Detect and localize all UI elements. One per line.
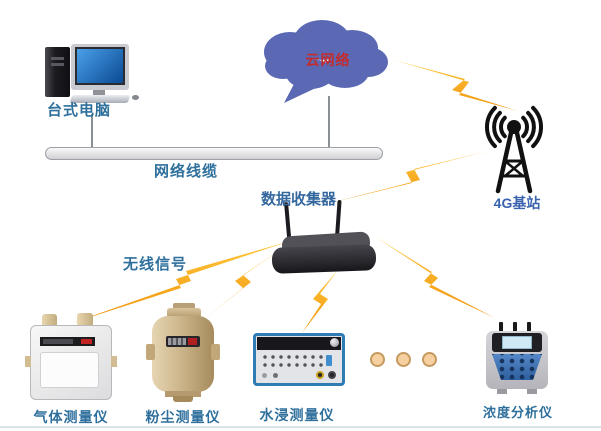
lightning-bolt-collector-dust (203, 244, 289, 320)
dust-meter-label: 粉尘测量仪 (145, 409, 221, 425)
gas-label-panel (40, 352, 99, 388)
water-connector-black (328, 371, 336, 379)
gas-pipe (77, 313, 93, 326)
cable-label: 网络线缆 (153, 163, 219, 180)
gas-side-tab (25, 356, 31, 367)
concentration-analyzer-icon (485, 320, 549, 394)
pc-monitor (71, 44, 129, 90)
dust-red-segment (188, 338, 197, 345)
water-blue-key (326, 355, 332, 366)
cloud-tail (284, 82, 320, 103)
analyzer-foot (527, 389, 537, 394)
pc-stand (93, 90, 105, 96)
water-top-band (257, 337, 341, 350)
lightning-bolt-station-collector (330, 151, 488, 203)
water-meter-icon (253, 333, 345, 386)
desktop-label: 台式电脑 (46, 102, 112, 119)
lightning-bolt-collector-water (302, 270, 338, 333)
ellipsis-dot (396, 352, 411, 367)
gas-display (40, 337, 95, 346)
wifi-router-icon (270, 196, 380, 276)
dust-display (166, 336, 200, 347)
gas-side-tab (111, 356, 117, 367)
water-led (262, 373, 267, 378)
gas-red-segment (81, 339, 92, 344)
gas-meter-label: 气体测量仪 (33, 409, 109, 425)
cloud-label: 云网络 (305, 52, 351, 68)
pc-mouse (132, 95, 139, 100)
lightning-bolt-cloud-station (394, 60, 518, 111)
analyzer-probe (527, 322, 531, 332)
lightning-bolt-collector-conc (374, 236, 495, 318)
collector-label: 数据收集器 (261, 191, 337, 208)
ellipsis-dot (370, 352, 385, 367)
bottom-divider (0, 426, 601, 428)
water-knob (330, 338, 339, 347)
dust-spout (173, 396, 193, 402)
water-meter-label: 水浸测量仪 (259, 407, 335, 423)
pc-tower-slot (51, 57, 64, 60)
wireless-signal-label: 无线信号 (122, 256, 188, 273)
gas-meter-icon (25, 310, 117, 400)
water-connector-yellow (316, 371, 324, 379)
station-label: 4G基站 (493, 195, 541, 211)
water-led (273, 373, 278, 378)
analyzer-probe (499, 322, 503, 332)
dust-flange (211, 344, 220, 360)
lightning-bolt-collector-gas (72, 241, 290, 323)
pc-tower (45, 47, 70, 97)
dust-cap (167, 308, 201, 318)
dust-base (165, 391, 201, 397)
dust-meter-icon (146, 303, 220, 402)
pc-tower-slot (51, 63, 64, 66)
dust-cap-top (173, 303, 195, 309)
dust-flange (146, 344, 155, 360)
network-cable-bar (45, 147, 383, 160)
analyzer-label: 浓度分析仪 (482, 405, 554, 420)
analyzer-screen (502, 336, 532, 349)
cloud-shape (264, 20, 388, 103)
router-body (271, 244, 377, 274)
desktop-computer-icon (43, 42, 139, 104)
ellipsis-dot (422, 352, 437, 367)
gas-pipe (42, 314, 57, 326)
analyzer-foot (497, 389, 507, 394)
dust-digits (168, 338, 186, 345)
water-button-grid (261, 353, 323, 371)
analyzer-keypad (492, 354, 542, 380)
analyzer-probe (513, 322, 517, 332)
dust-body (152, 316, 214, 392)
gas-digits (43, 339, 73, 344)
radio-tower-icon (484, 105, 544, 194)
pc-screen (75, 47, 125, 85)
